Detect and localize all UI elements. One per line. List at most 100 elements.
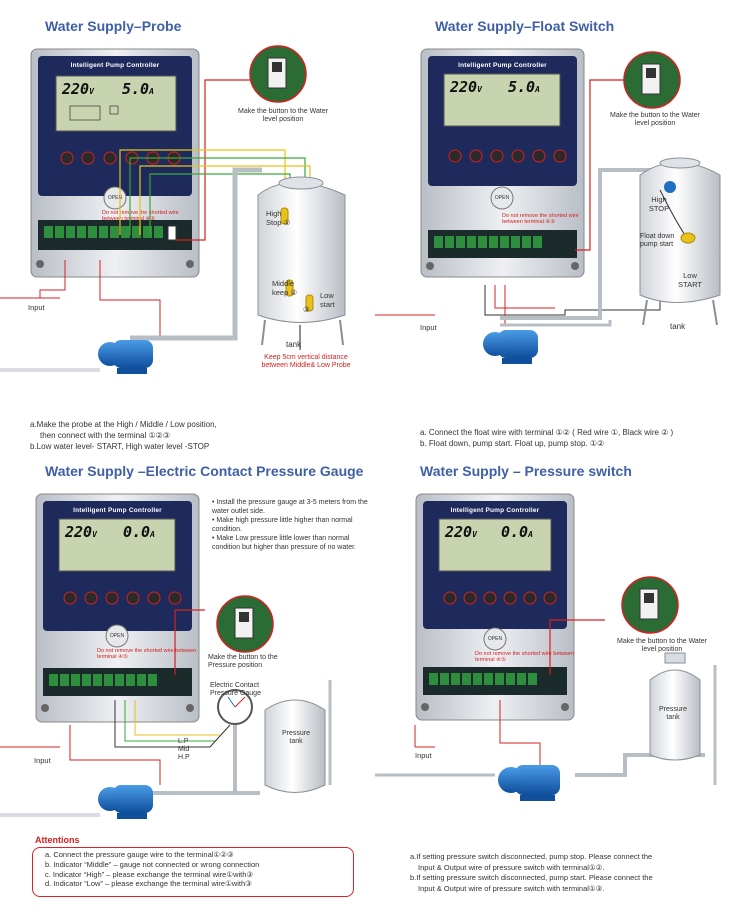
switch-note-b: b.If setting pressure switch disconnecte… [410,873,653,882]
button-switch-icon [249,45,307,103]
tank-icon [257,176,346,350]
float-icon [664,181,696,244]
controller-icon [30,48,200,278]
probe-note-a: a.Make the probe at the High / Middle / … [30,420,217,429]
controller-icon [415,493,575,721]
controller-icon [35,493,200,723]
gauge-controller: Intelligent Pump Controller 220V 0.0A OP… [35,493,200,723]
float-notes: a. Connect the float wire with terminal … [420,428,673,450]
float-tank-label: tank [670,322,686,331]
probe-note-a2: then connect with the terminal ①②③ [40,430,171,440]
float-controller: Intelligent Pump Controller 220V 5.0A OP… [420,48,585,278]
controller-title: Intelligent Pump Controller [450,507,540,514]
controller-title: Intelligent Pump Controller [458,62,547,69]
switch-note-a2: Input & Output wire of pressure switch w… [418,862,605,872]
current-readout: 5.0 [508,78,536,96]
gauge-button-hint: Make the button to the Pressure position [208,654,278,670]
attentions-title: Attentions [35,835,80,845]
gauge-title: Water Supply –Electric Contact Pressure … [45,463,364,479]
switch-title: Water Supply – Pressure switch [420,463,632,479]
gauge-icon [217,689,253,725]
attention-c: c. Indicator “High” – please exchange th… [45,869,254,879]
button-switch-icon [621,576,679,634]
gauge-lp: L.P [178,738,189,745]
voltage-readout: 220 [450,78,478,96]
current-unit: A [149,87,154,96]
pump-icon [498,765,560,801]
probe-controller: Intelligent Pump Controller 220V 5.0A OP… [30,48,200,278]
float-input-label: Input [420,323,437,332]
voltage-unit: V [477,85,482,94]
pump-icon [98,340,153,374]
current-unit: A [535,85,540,94]
shorted-wire-warning: Do not remove the shorted wire between t… [502,213,579,226]
probe-low-number: ③ [303,305,310,314]
float-note-a: a. Connect the float wire with terminal … [420,428,674,437]
button-switch-icon [216,595,274,653]
float-level-high: High STOP [648,195,670,213]
probe-level-high: High Stop ① [266,209,291,227]
pump-icon [98,785,153,819]
float-level-float: Float down pump start [640,233,675,249]
tank-icon [639,157,721,326]
probe-notes: a.Make the probe at the High / Middle / … [30,420,217,452]
probe-button-hint: Make the button to the Water level posit… [238,108,329,124]
attention-d: d. Indicator “Low” – please exchange the… [45,879,252,889]
attention-b: b. Indicator “Middle” – gauge not connec… [45,859,260,869]
switch-notes: a.If setting pressure switch disconnecte… [410,852,653,894]
tank-icon [649,652,701,761]
voltage-unit: V [89,87,94,96]
current-unit: A [528,530,533,539]
switch-wiring [375,619,717,785]
open-button[interactable]: OPEN [494,195,510,201]
gauge-tank-label: Pressure tank [281,730,310,746]
controller-title: Intelligent Pump Controller [73,507,162,514]
shorted-wire-warning: Do not remove the shorted wire between t… [475,651,575,664]
attention-a: a. Connect the pressure gauge wire to th… [45,850,234,859]
float-note-b: b. Float down, pump start. Float up, pum… [420,438,605,448]
gauge-input-label: Input [34,756,51,765]
switch-controller: Intelligent Pump Controller 220V 0.0A OP… [415,493,575,721]
gauge-bullets: • Install the pressure gauge at 3-5 mete… [212,499,368,552]
gauge-hp: H.P [178,754,190,761]
open-button[interactable]: OPEN [487,636,503,642]
shorted-wire-warning: Do not remove the shorted wire between t… [97,648,197,661]
switch-tank-label: Pressure tank [658,706,687,722]
current-readout: 0.0 [123,523,151,541]
open-button[interactable]: OPEN [107,195,123,201]
open-button[interactable]: OPEN [109,633,125,639]
probe-distance-note: Keep 5cm vertical distance between Middl… [261,354,351,370]
gauge-bullet-2: Make high pressure little higher than no… [212,517,353,534]
probe-level-low: Low start [320,291,335,309]
probe-level-middle: Middle keep ② [272,279,298,297]
float-wiring [375,79,721,327]
voltage-unit: V [472,530,477,539]
voltage-unit: V [92,530,97,539]
voltage-readout: 220 [62,80,90,98]
switch-input-label: Input [415,751,432,760]
switch-note-a: a.If setting pressure switch disconnecte… [410,852,653,861]
probe-title: Water Supply–Probe [45,18,182,34]
controller-icon [420,48,585,278]
switch-button-hint: Make the button to the Water level posit… [616,638,707,654]
probe-input-label: Input [28,303,45,312]
current-readout: 0.0 [501,523,529,541]
attentions-box: a. Connect the pressure gauge wire to th… [32,847,354,897]
float-button-hint: Make the button to the Water level posit… [610,112,701,128]
current-readout: 5.0 [122,80,150,98]
gauge-wiring [0,609,332,817]
gauge-mid: Mid [178,746,190,753]
probe-wiring [0,79,346,372]
pump-icon [483,330,538,364]
gauge-bullet-1: Install the pressure gauge at 3-5 meters… [212,499,368,516]
float-title: Water Supply–Float Switch [435,18,615,34]
tank-icon [264,680,332,793]
probe-note-b: b.Low water level- START, High water lev… [30,441,210,451]
voltage-readout: 220 [65,523,93,541]
gauge-label: Electric Contact Pressure Gauge [210,682,261,698]
probe-tank-label: tank [286,340,302,349]
voltage-readout: 220 [445,523,473,541]
float-level-low: Low START [678,271,702,289]
current-unit: A [150,530,155,539]
gauge-bullet-3: Make Low pressure little lower than norm… [212,535,356,552]
